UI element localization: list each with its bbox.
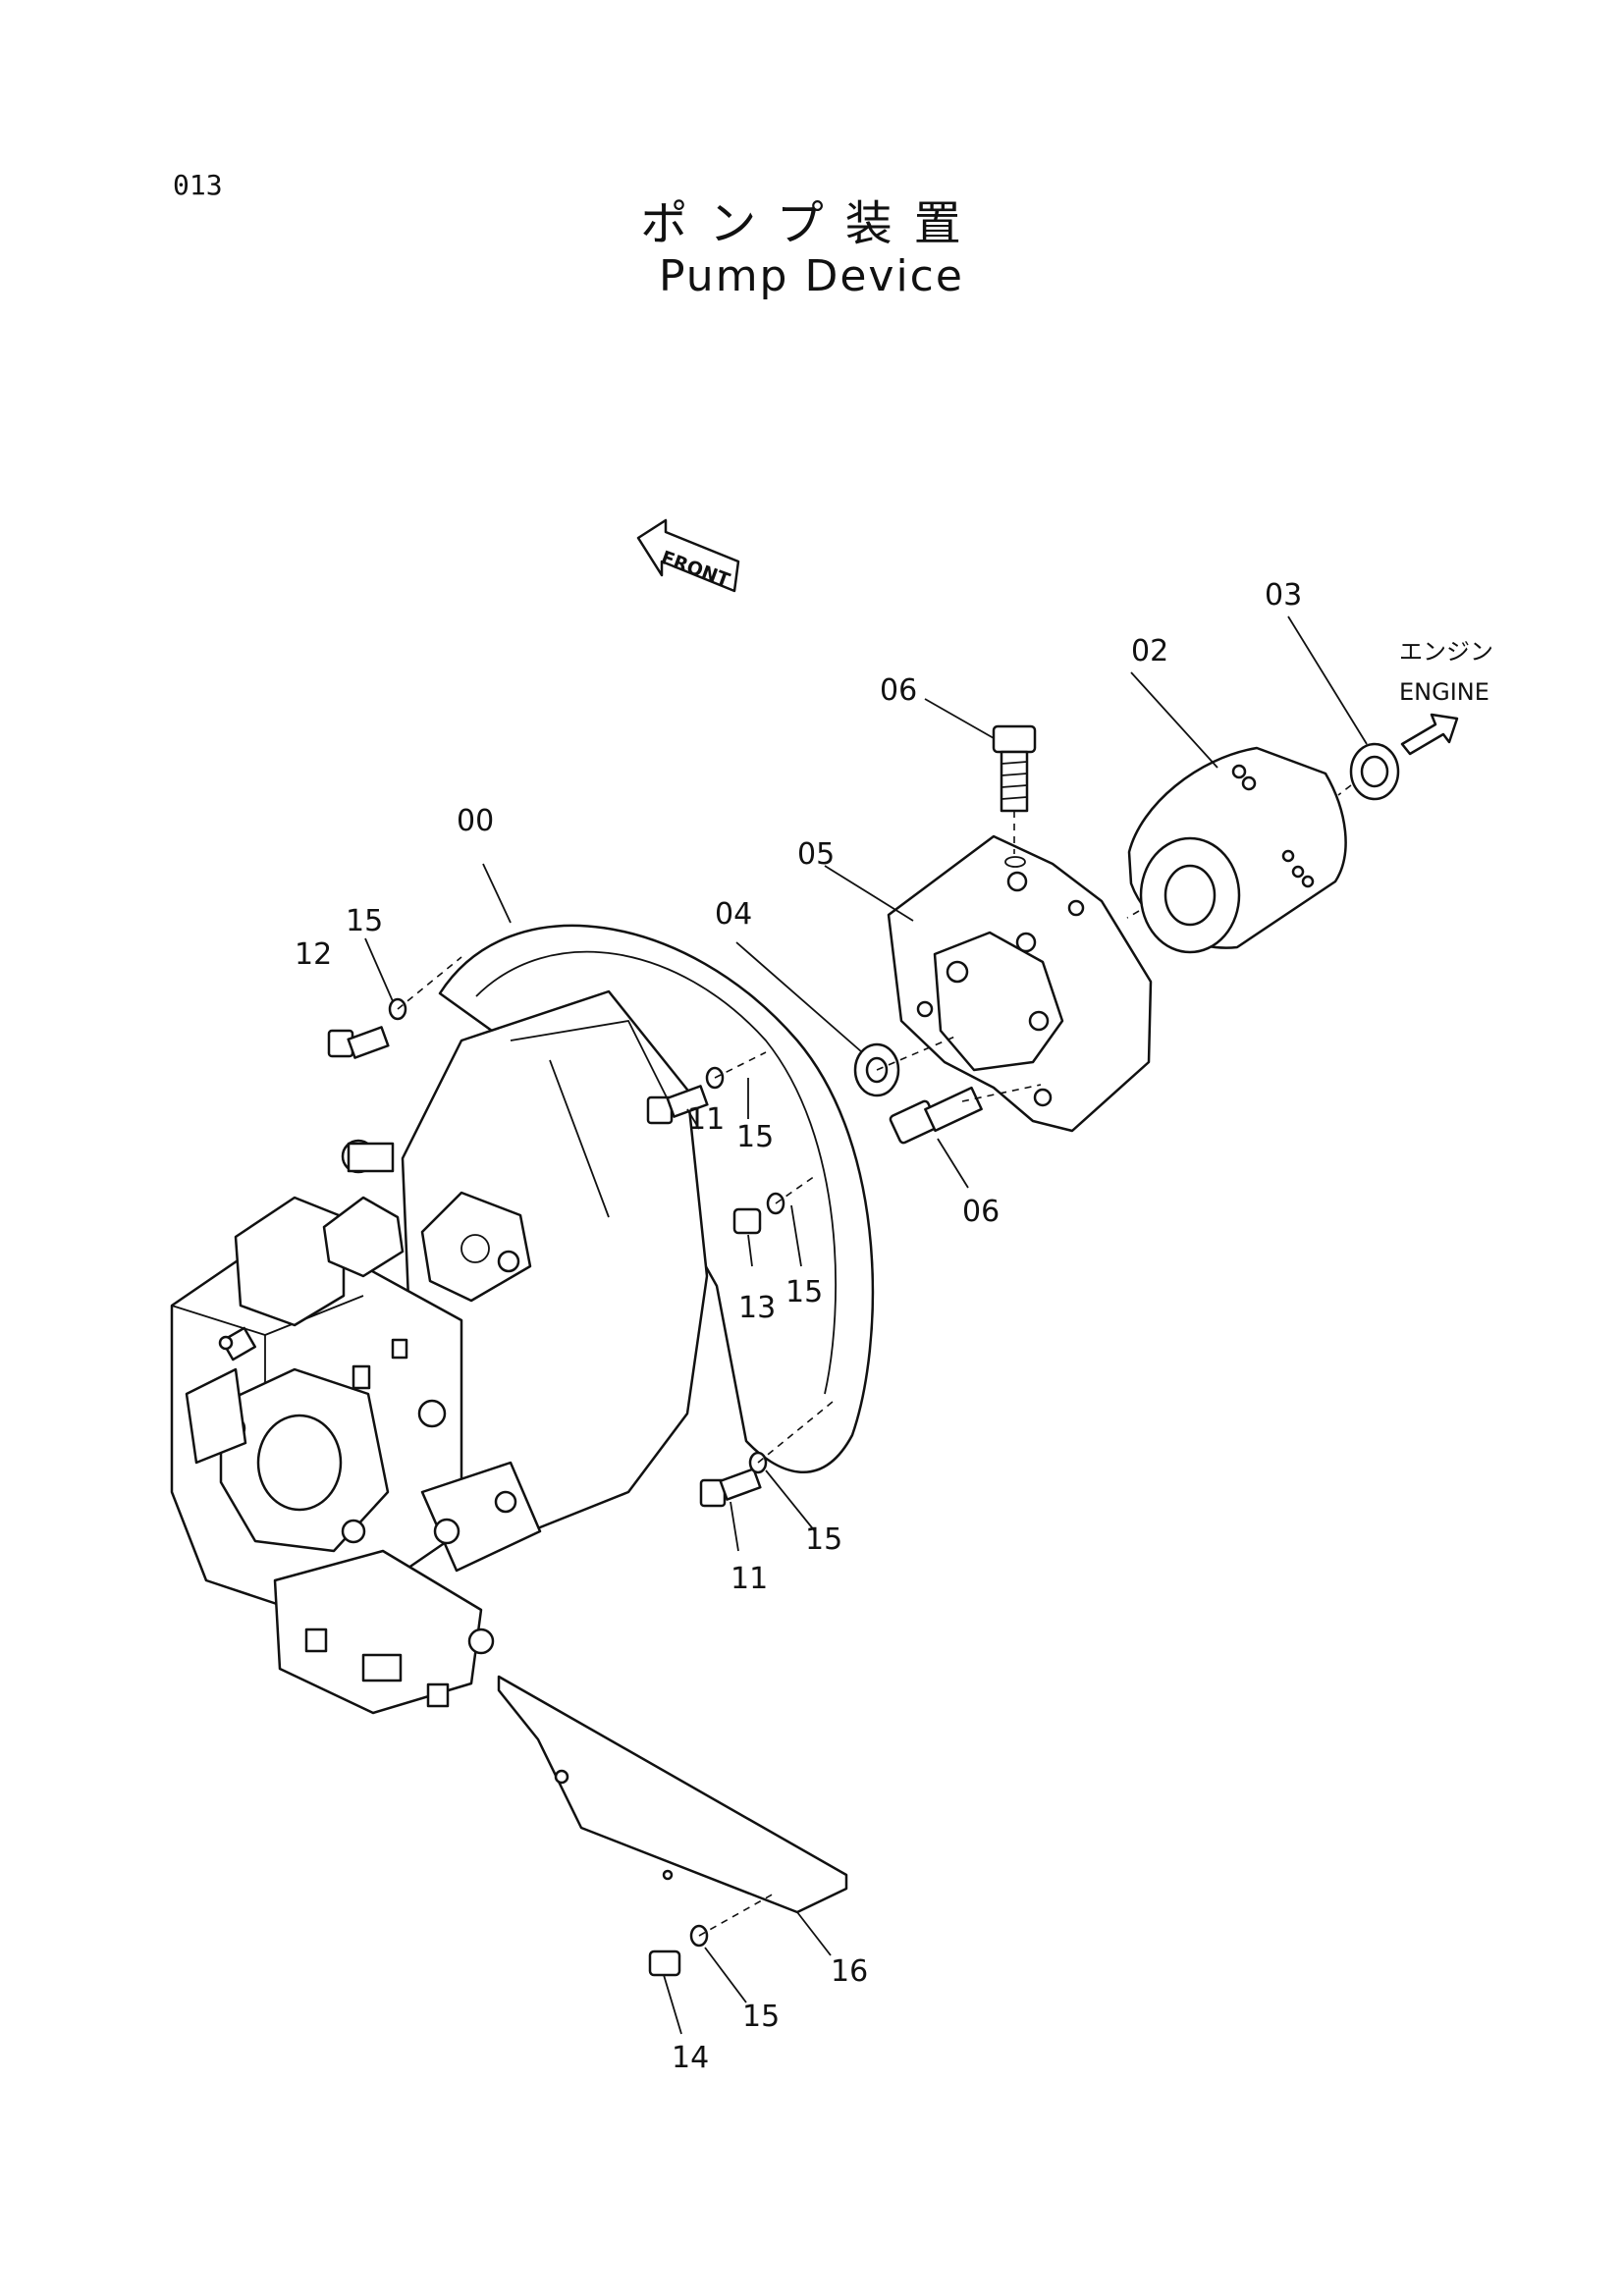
- callout-16: 16: [831, 1954, 868, 1989]
- callout-06-upper: 06: [880, 673, 917, 708]
- page-title: Pump Device: [659, 251, 964, 301]
- coupling-seal: [1349, 742, 1400, 801]
- bolt-14: [648, 1924, 709, 1977]
- callout-00: 00: [457, 804, 494, 838]
- page-number: 013: [173, 169, 223, 201]
- front-arrow-icon: FRONT: [636, 518, 740, 593]
- coupling-sleeve: [1127, 746, 1347, 954]
- bolt-11-lower: [699, 1451, 768, 1508]
- guard-plate: [497, 1675, 848, 1914]
- bolt-12: [327, 997, 407, 1059]
- callout-05: 05: [797, 837, 835, 872]
- bolt-06-upper: [992, 724, 1037, 813]
- plate-hole: [554, 1769, 569, 1785]
- plate-hole: [662, 1869, 674, 1881]
- callout-15-lower: 15: [805, 1522, 842, 1557]
- callout-15-middle: 15: [785, 1275, 823, 1309]
- callout-02: 02: [1131, 634, 1168, 668]
- engine-direction: エンジン ENGINE: [1399, 638, 1493, 756]
- callout-11-lower: 11: [730, 1562, 768, 1596]
- bolt-06-lower: [889, 1086, 983, 1145]
- engine-label-japanese: エンジン: [1399, 638, 1493, 666]
- coupling-hub: [887, 834, 1153, 1133]
- callout-14: 14: [672, 2041, 709, 2075]
- bolt-11-upper: [646, 1066, 725, 1125]
- callout-15-bottom: 15: [742, 2000, 780, 2034]
- callout-11-upper: 11: [687, 1102, 725, 1137]
- pump-assembly: [170, 924, 875, 1715]
- engine-label: ENGINE: [1399, 678, 1489, 706]
- callout-03: 03: [1265, 578, 1302, 613]
- page-title-japanese: ポンプ装置: [640, 196, 983, 251]
- callout-15-upper: 15: [346, 904, 383, 938]
- callout-06-lower: 06: [962, 1195, 1000, 1229]
- engine-arrow-icon: [1400, 713, 1459, 756]
- bolt-13: [732, 1192, 785, 1235]
- callout-04: 04: [715, 897, 752, 932]
- callout-13: 13: [738, 1291, 776, 1325]
- callout-15-center: 15: [736, 1120, 774, 1154]
- callout-12: 12: [295, 937, 332, 972]
